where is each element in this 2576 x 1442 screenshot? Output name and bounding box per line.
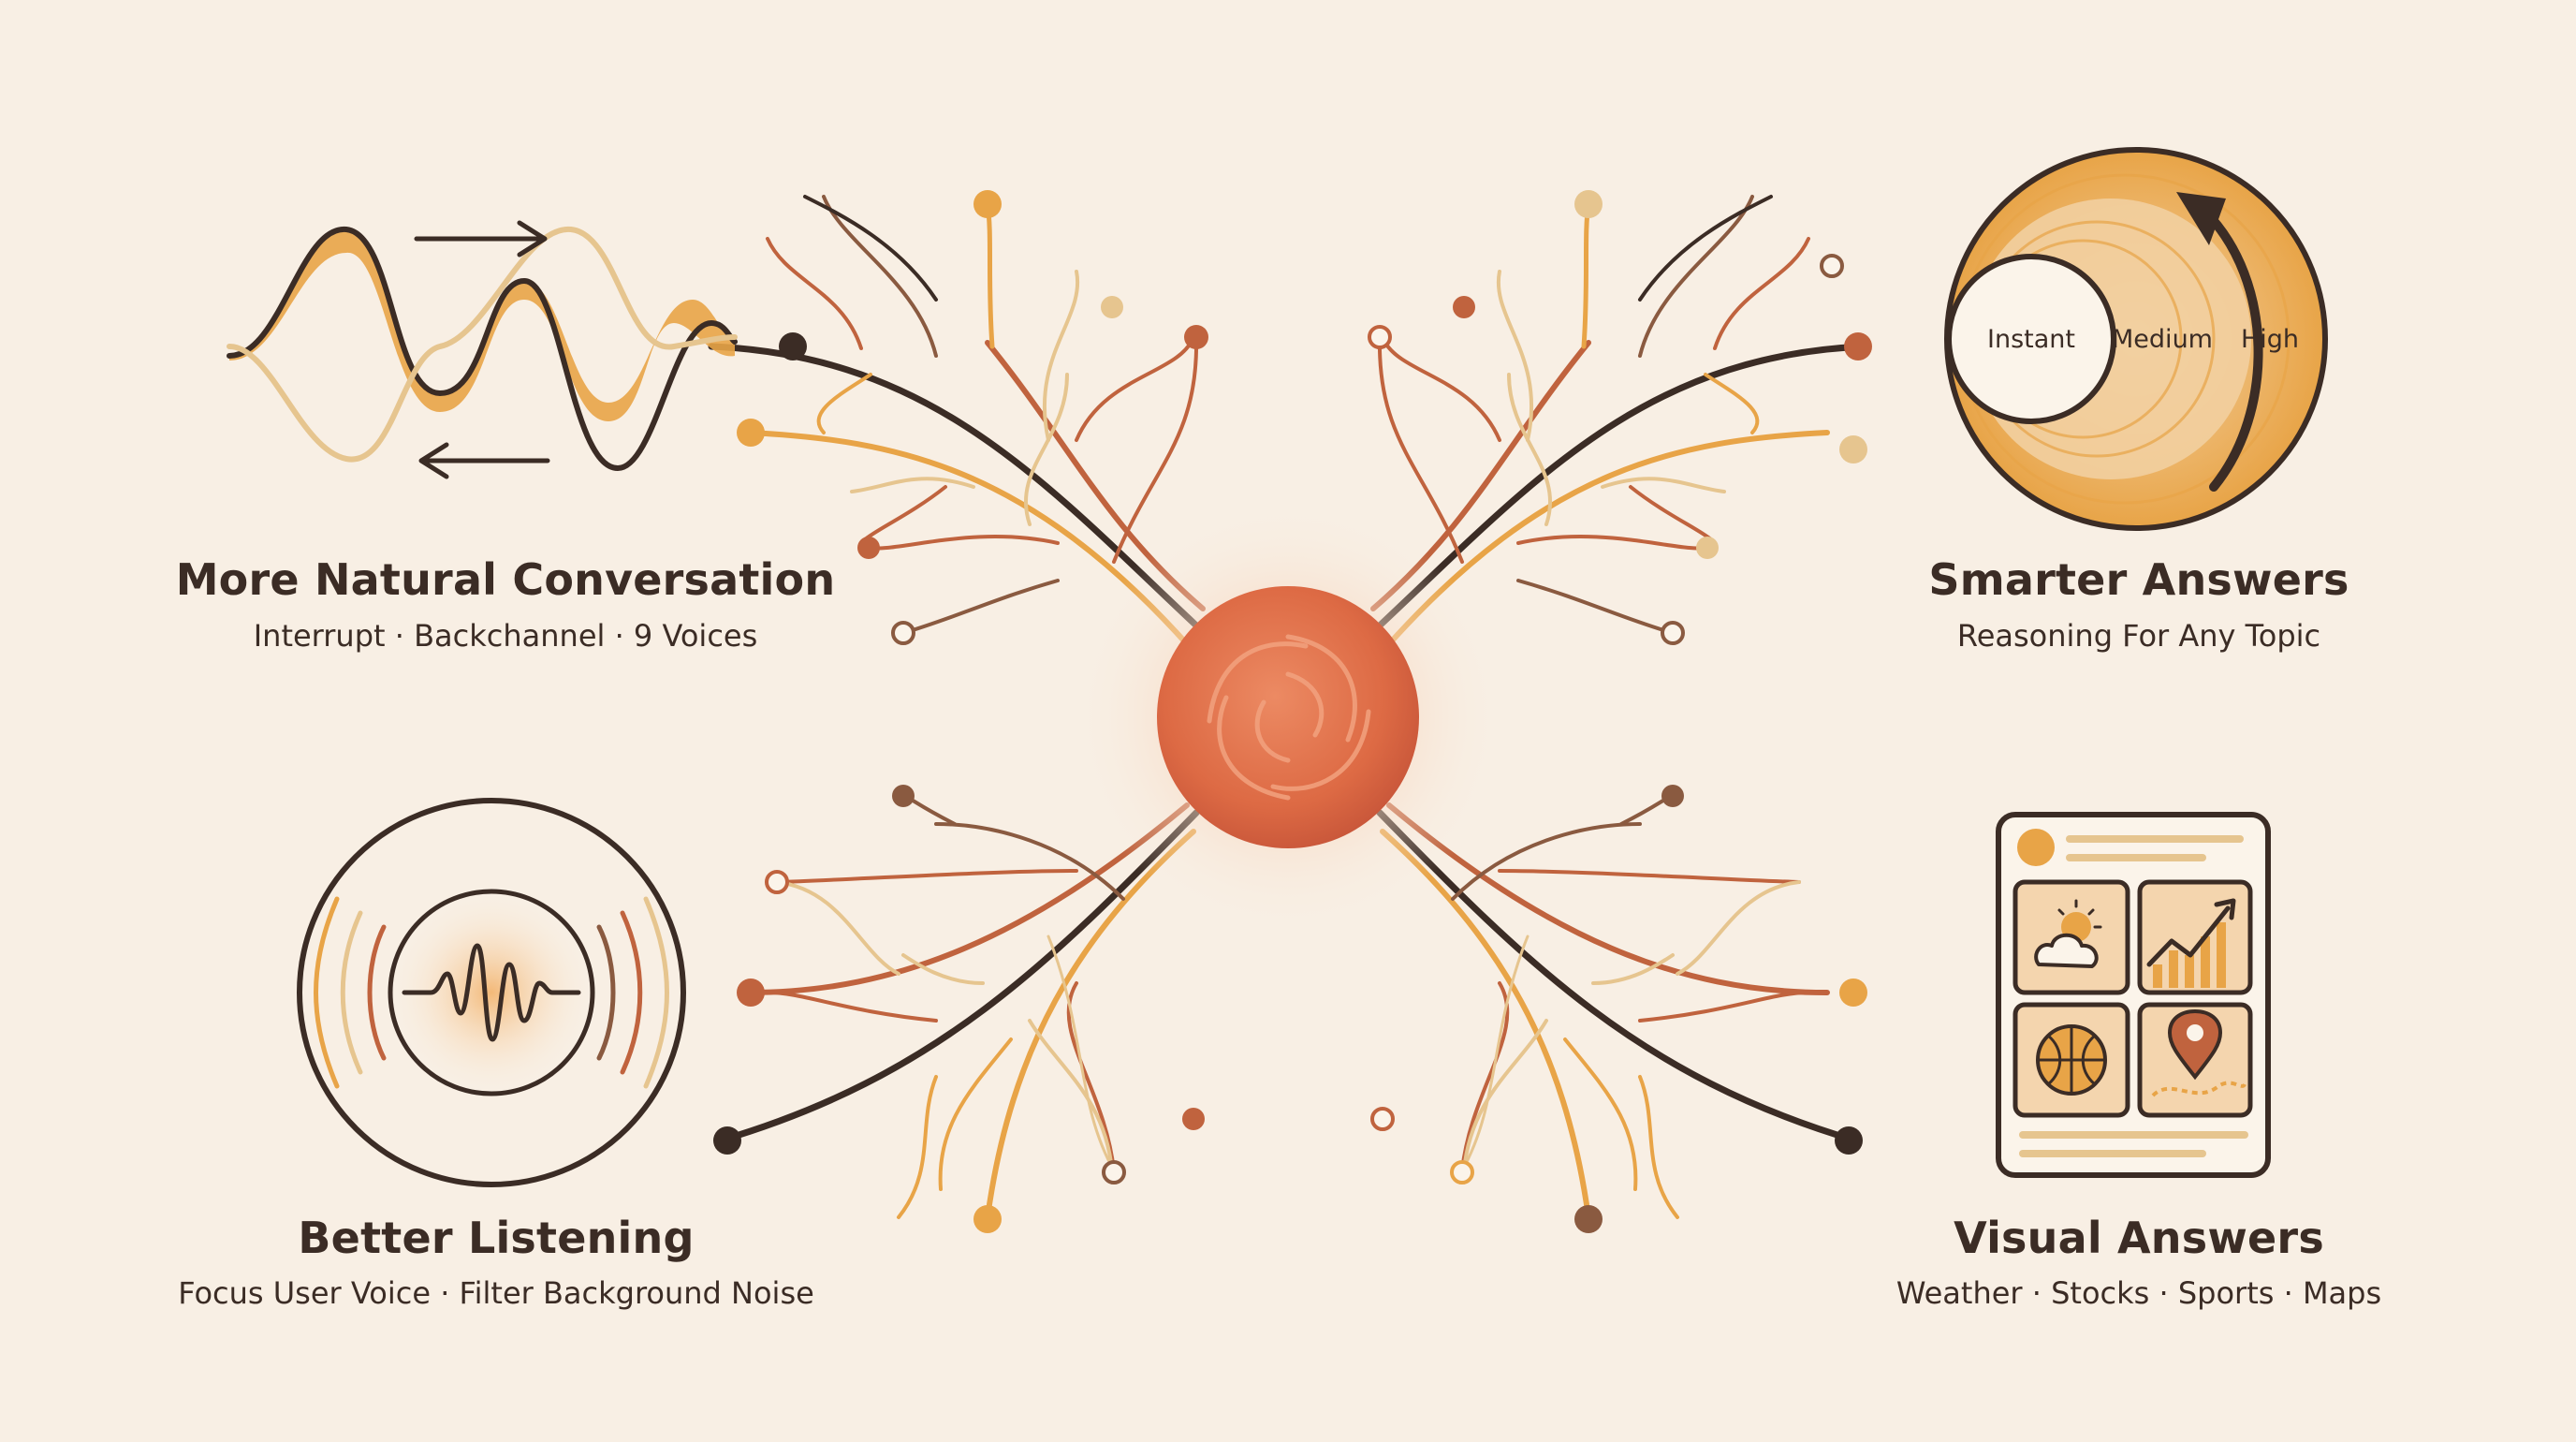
level-medium-label: Medium	[2112, 325, 2213, 354]
arrow-left-icon	[418, 442, 550, 479]
listening-subtitle: Focus User Voice · Filter Background Noi…	[178, 1275, 814, 1311]
level-high-label: High	[2241, 325, 2299, 354]
focused-voice-waveform-icon	[297, 798, 686, 1187]
conversation-subtitle: Interrupt · Backchannel · 9 Voices	[253, 618, 758, 654]
answers-subtitle: Reasoning For Any Topic	[1956, 618, 2321, 654]
branch-network-right	[1368, 190, 1872, 1233]
basketball-icon	[2012, 1002, 2130, 1118]
reasoning-levels-dial-icon: Instant Medium High	[1944, 147, 2328, 531]
visual-cards-panel-icon	[1996, 812, 2271, 1178]
trunk-lower-dark	[717, 809, 1200, 1144]
visual-answers-subtitle: Weather · Stocks · Sports · Maps	[1895, 1275, 2382, 1311]
stocks-chart-icon	[2137, 879, 2253, 995]
map-pin-icon	[2137, 1002, 2253, 1118]
conversation-title: More Natural Conversation	[175, 554, 836, 605]
branch-nodes-left	[713, 190, 1208, 1233]
weather-icon	[2012, 879, 2130, 995]
increase-arrow-icon	[2200, 206, 2263, 492]
level-instant-label: Instant	[1987, 325, 2075, 354]
glowing-core-orb-icon	[1073, 502, 1503, 933]
interleaved-waveforms-icon	[227, 220, 738, 479]
visual-answers-title: Visual Answers	[1954, 1213, 2324, 1263]
trunk-lower-rust	[746, 802, 1190, 995]
arrow-right-icon	[414, 220, 548, 258]
listening-title: Better Listening	[298, 1213, 695, 1263]
answers-title: Smarter Answers	[1928, 554, 2349, 605]
